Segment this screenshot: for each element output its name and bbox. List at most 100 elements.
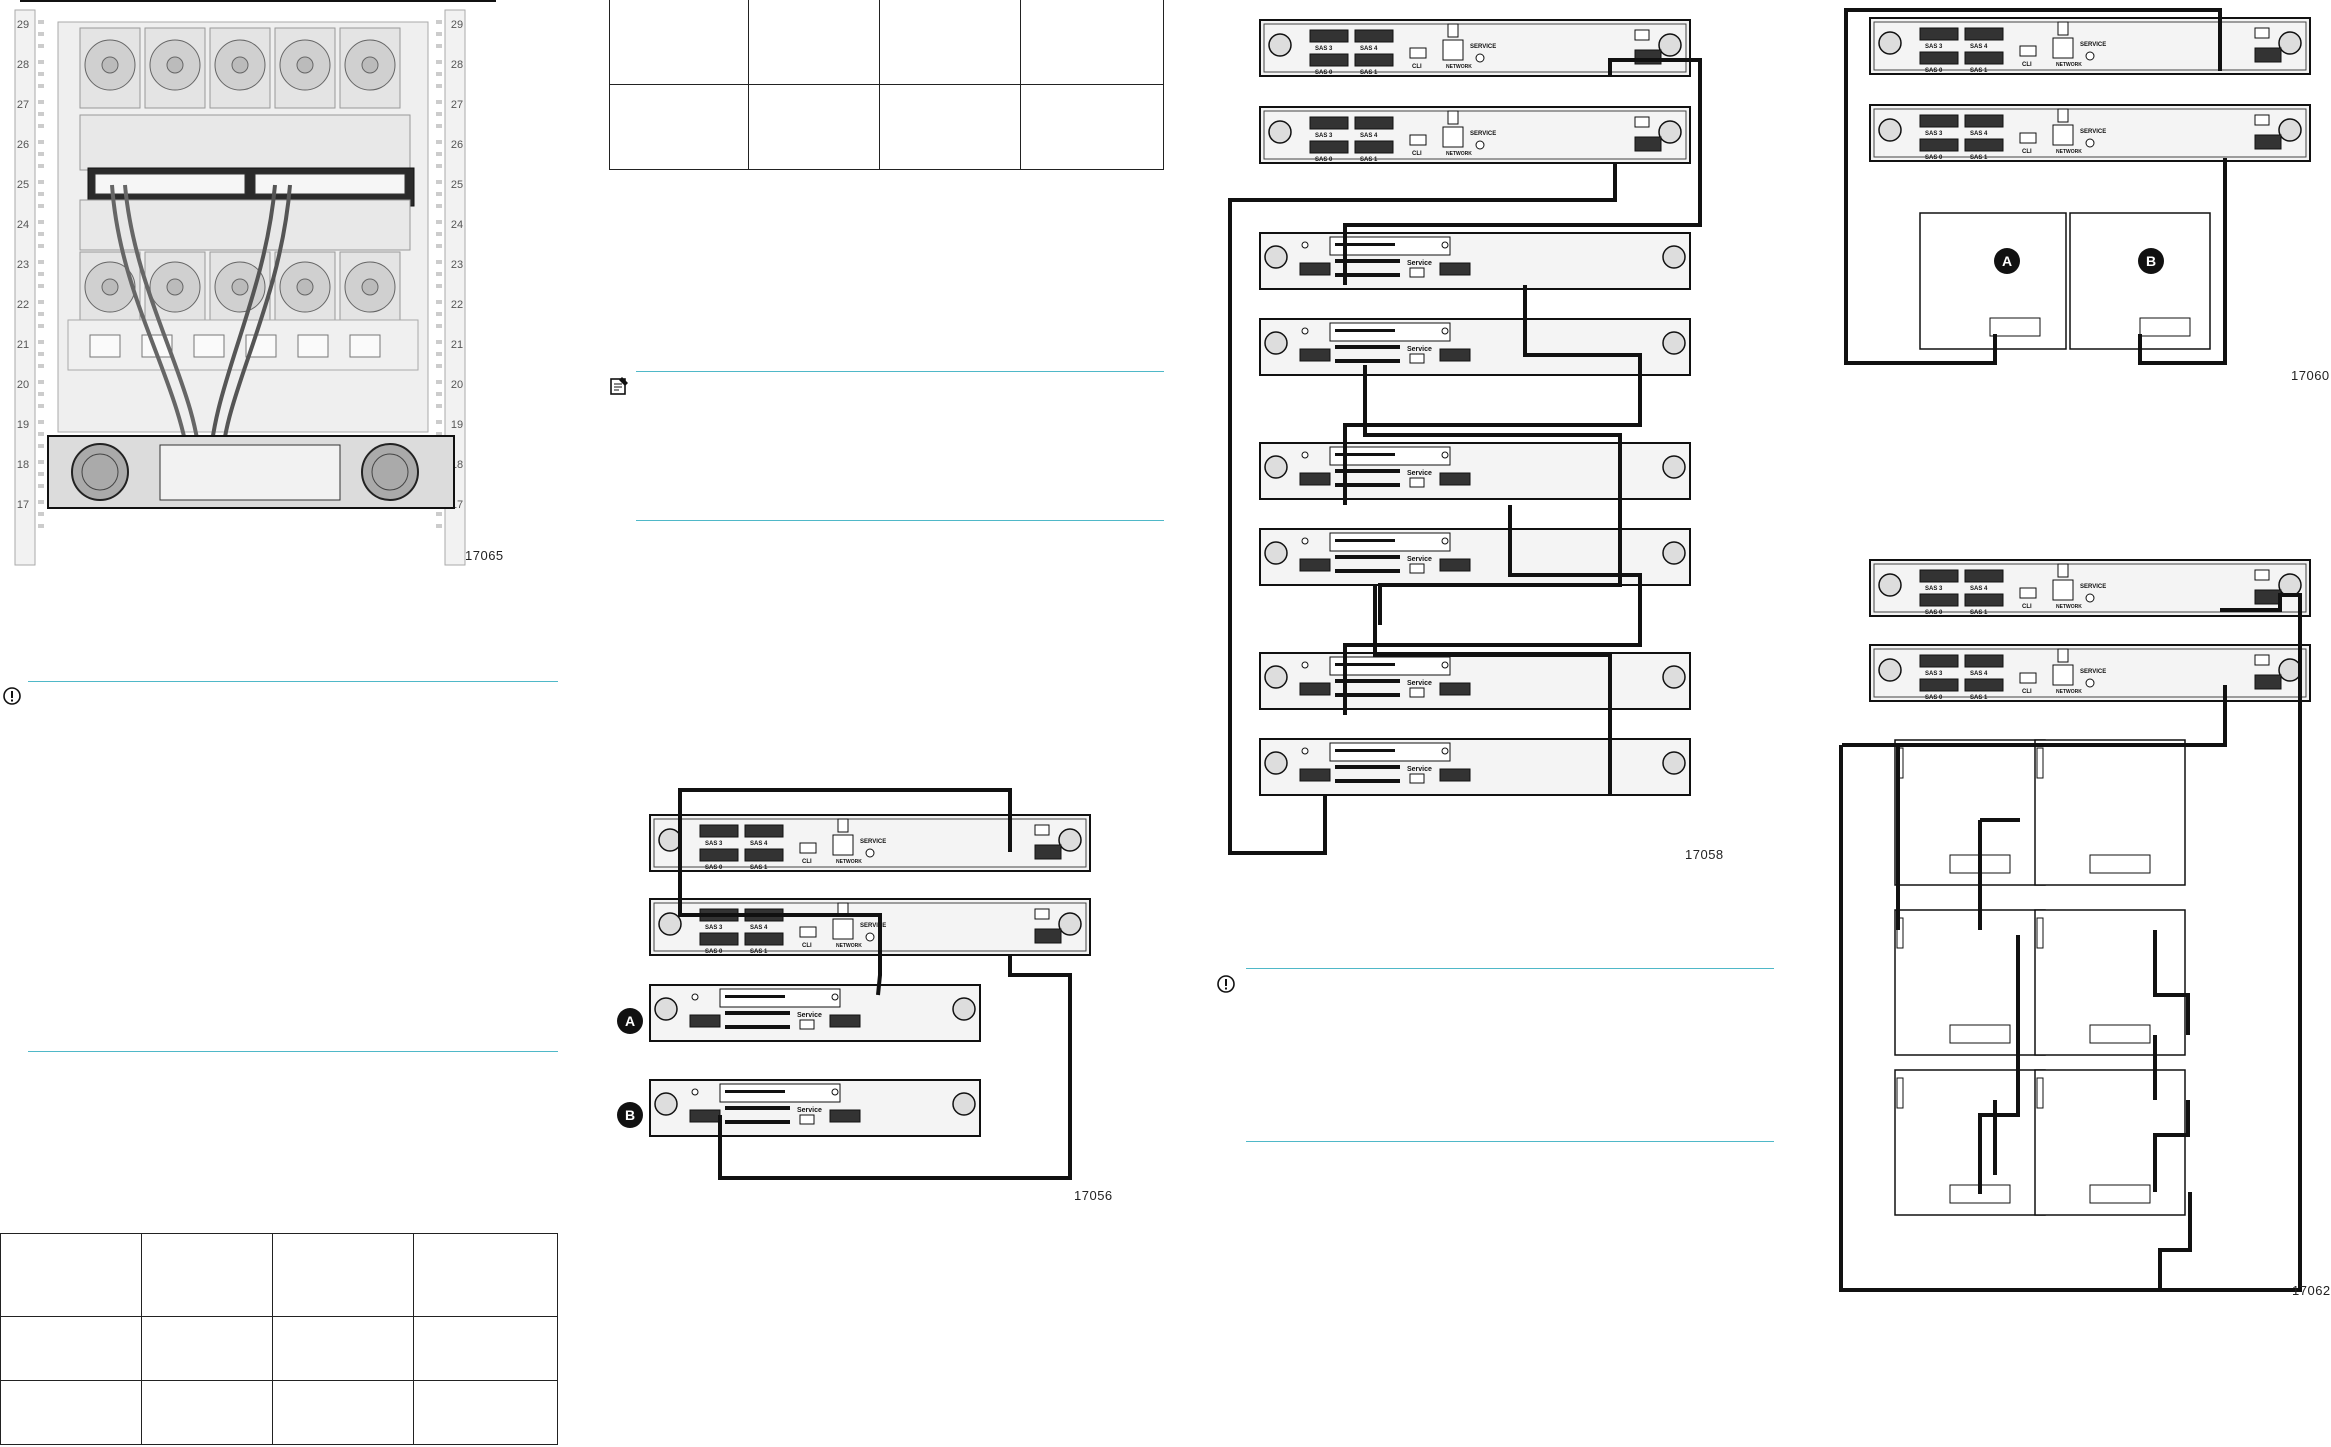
vent-strip [1335, 779, 1400, 783]
thumbscrew [1264, 455, 1288, 479]
thumbscrew [1662, 455, 1686, 479]
led [2085, 678, 2095, 688]
sas-in-port [689, 1014, 721, 1028]
sas-in-port [1299, 682, 1331, 696]
sas-port [1964, 51, 2004, 65]
rack-unit-label: 19 [451, 419, 463, 431]
port-label: CLI [2022, 689, 2032, 695]
sas-port [1309, 140, 1349, 154]
rail-hole [38, 444, 44, 448]
fan-hub [296, 56, 314, 74]
callout-b: B [2146, 253, 2156, 269]
led [1301, 327, 1309, 335]
rail-hole [38, 364, 44, 368]
controller-chassis [1869, 104, 2311, 162]
led [1301, 661, 1309, 669]
controller-chassis [649, 898, 1091, 956]
enclosure-chassis [1259, 318, 1691, 376]
cli-port [1409, 47, 1427, 59]
rail-hole [38, 100, 44, 104]
port-label: CLI [802, 859, 812, 865]
rail-hole [436, 152, 442, 156]
fan-hub [361, 56, 379, 74]
fan-hub [101, 278, 119, 296]
network-port [832, 834, 854, 856]
note-rule-bottom [636, 520, 1164, 521]
port-label: SAS 3 [1315, 46, 1333, 52]
port-label: CLI [2022, 149, 2032, 155]
vent-strip [1335, 273, 1400, 277]
power-socket [89, 334, 121, 358]
vent-strip [1335, 693, 1400, 697]
rack-unit-label: 21 [17, 339, 29, 351]
fan-hub [361, 278, 379, 296]
sas-port [1964, 114, 2004, 128]
controller-chassis [1869, 644, 2311, 702]
sas-port [744, 848, 784, 862]
thumbscrew [1878, 118, 1902, 142]
vent-strip [1335, 555, 1400, 559]
thumbscrew [1878, 31, 1902, 55]
hourglass-icon [2057, 21, 2069, 36]
drawer-handle [2036, 747, 2044, 779]
power-socket [193, 334, 225, 358]
sas-port [1354, 140, 1394, 154]
sas-port [744, 824, 784, 838]
fan-hub [296, 278, 314, 296]
port-label: SAS 0 [1925, 155, 1943, 161]
power-socket [349, 334, 381, 358]
rail-hole [38, 180, 44, 184]
rail-hole [436, 32, 442, 36]
rail-hole [436, 432, 442, 436]
port-label: SAS 3 [1925, 586, 1943, 592]
cli-port [799, 842, 817, 854]
sas-in-port [1299, 348, 1331, 362]
vent-strip [1335, 329, 1395, 332]
network-port [1442, 39, 1464, 61]
port-label: SERVICE [2080, 42, 2106, 48]
service-label: Service [1407, 260, 1432, 267]
sas-out-port [829, 1109, 861, 1123]
led [1441, 241, 1449, 249]
sas-port [1919, 51, 1959, 65]
sas-port [1919, 27, 1959, 41]
rail-hole [436, 340, 442, 344]
cli-port [1409, 134, 1427, 146]
rack-unit-label: 25 [17, 179, 29, 191]
important-rule-top [1246, 968, 1774, 969]
sas-port [1964, 138, 2004, 152]
sas-in-port [1299, 558, 1331, 572]
vent-strip [1335, 243, 1395, 246]
rail-hole [436, 364, 442, 368]
sas-out-port [1439, 348, 1471, 362]
sas-port [1964, 569, 2004, 583]
drawer-handle [2036, 917, 2044, 949]
rail-hole [38, 500, 44, 504]
vent-strip [1335, 749, 1395, 752]
important-rule-bottom [1246, 1141, 1774, 1142]
led [1441, 451, 1449, 459]
rack-unit-label: 28 [451, 59, 463, 71]
rail-hole [436, 324, 442, 328]
rack-unit-label: 24 [451, 219, 463, 231]
thumbscrew [952, 1092, 976, 1116]
hourglass-icon [2057, 648, 2069, 663]
hourglass-icon [837, 818, 849, 833]
drawer-io-port [2089, 1024, 2151, 1044]
rail-hole [38, 152, 44, 156]
drawer-io-port [1949, 1024, 2011, 1044]
sas-port [1919, 138, 1959, 152]
port-label: NETWORK [1446, 64, 1472, 70]
rail-hole [436, 20, 442, 24]
thumbscrew [1878, 573, 1902, 597]
sas-port [1964, 678, 2004, 692]
network-port [2052, 579, 2074, 601]
port-label: SAS 0 [1315, 157, 1333, 163]
port-label: SAS 3 [705, 841, 723, 847]
thumbscrew [1658, 120, 1682, 144]
port-label: SERVICE [2080, 669, 2106, 675]
rack-unit-label: 22 [451, 299, 463, 311]
sas-port [1919, 593, 1959, 607]
